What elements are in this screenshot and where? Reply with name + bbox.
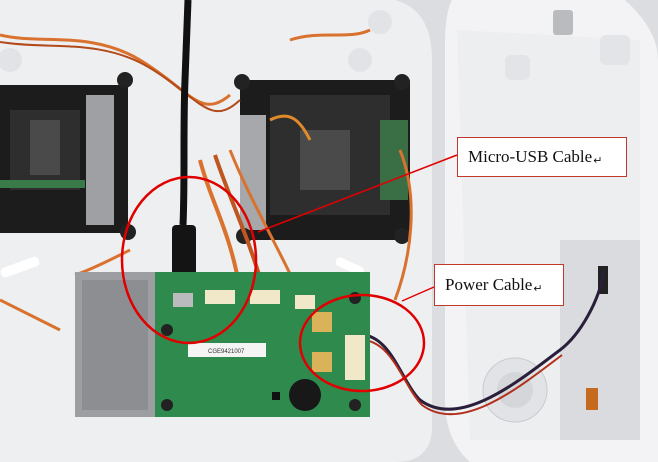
wire-harness <box>289 28 371 42</box>
screw <box>161 399 173 411</box>
buzzer <box>289 379 321 411</box>
board-sticker <box>188 343 266 357</box>
wire-harness <box>0 298 61 332</box>
left-gimbal-pivot <box>30 120 60 175</box>
right-gimbal-pivot <box>300 130 350 190</box>
screw <box>394 74 410 90</box>
micro-usb-cable <box>179 0 192 226</box>
lid-post <box>505 55 530 80</box>
trim-pot <box>312 312 332 332</box>
case-post <box>0 48 22 72</box>
wire-harness <box>393 149 413 301</box>
power-cable-callout: Power Cable↵ <box>434 264 564 306</box>
usb-leader-line <box>257 154 458 233</box>
case-post <box>368 10 392 34</box>
cable-tie <box>335 257 364 276</box>
micro-usb-port <box>173 293 193 307</box>
tact-switch <box>272 392 280 400</box>
screw <box>117 72 133 88</box>
power-leader-line <box>401 286 435 302</box>
paragraph-mark: ↵ <box>593 154 603 167</box>
micro-usb-callout: Micro-USB Cable↵ <box>457 137 627 177</box>
micro-usb-callout-text: Micro-USB Cable <box>468 147 593 166</box>
screw <box>349 399 361 411</box>
micro-usb-plug <box>172 225 196 283</box>
paragraph-mark: ↵ <box>533 282 543 295</box>
power-connector <box>345 335 365 380</box>
wire-harness <box>269 114 312 141</box>
wire-harness <box>0 41 241 113</box>
left-gimbal-pcb-strip <box>0 180 85 188</box>
rf-shield-inner <box>82 280 148 410</box>
board-connector <box>250 290 280 304</box>
screw <box>394 228 410 244</box>
cable-tie <box>0 256 40 278</box>
board-connector <box>205 290 235 304</box>
power-cable-red <box>355 338 563 416</box>
trim-pot <box>312 352 332 372</box>
lid-screw-boss <box>553 10 573 35</box>
case-post <box>348 48 372 72</box>
power-highlight-ellipse <box>298 293 426 393</box>
lid-connector-orange <box>586 388 598 410</box>
power-cable-callout-text: Power Cable <box>445 275 533 294</box>
wire-harness <box>0 33 231 106</box>
power-cable <box>354 269 606 411</box>
wire-harness <box>198 159 242 291</box>
lid-post <box>600 35 630 65</box>
screw <box>234 74 250 90</box>
screw <box>161 324 173 336</box>
usb-highlight-ellipse <box>120 175 258 345</box>
board-sticker-text: CGE9421007 <box>208 349 245 355</box>
board-connector <box>295 295 315 309</box>
left-gimbal-arm <box>86 95 114 225</box>
